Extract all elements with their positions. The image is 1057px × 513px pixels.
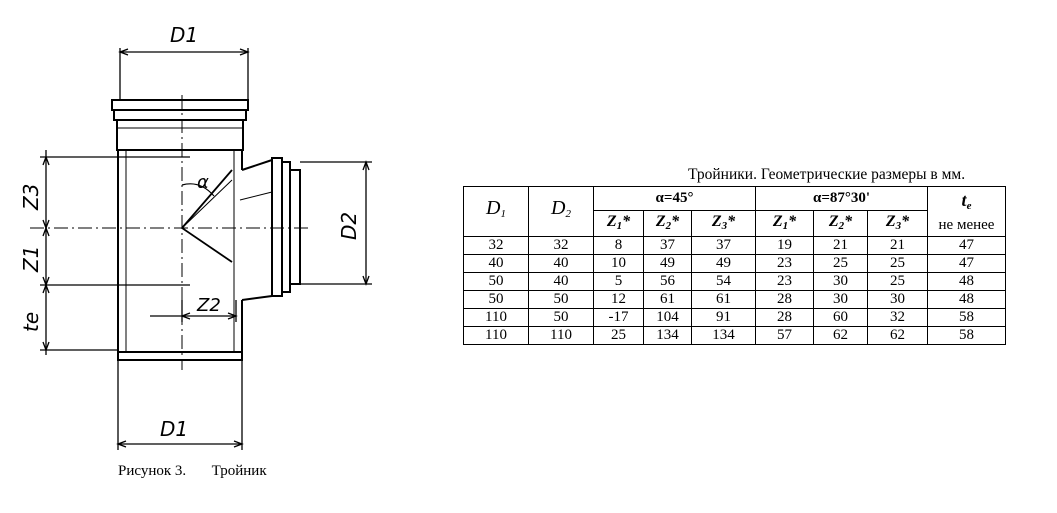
table-cell: 49 bbox=[691, 254, 756, 273]
table-cell: 25 bbox=[867, 272, 928, 291]
header-z1-87: Z1* bbox=[755, 210, 814, 237]
table-title: Тройники. Геометрические размеры в мм. bbox=[688, 166, 966, 183]
dimensions-table: D1 D2 α=45° α=87°30' te не менее Z1* Z2*… bbox=[463, 186, 1006, 345]
table-cell: 57 bbox=[755, 326, 814, 345]
table-cell: 49 bbox=[643, 254, 692, 273]
table-cell: 37 bbox=[691, 236, 756, 255]
caption-name: Тройник bbox=[211, 463, 267, 479]
table-cell: 62 bbox=[867, 326, 928, 345]
header-alpha-45: α=45° bbox=[593, 186, 756, 211]
caption-label: Рисунок 3. bbox=[118, 463, 187, 479]
table-cell: 50 bbox=[463, 290, 529, 309]
table-cell: 104 bbox=[643, 308, 692, 327]
label-alpha: α bbox=[197, 172, 209, 193]
table-cell: 47 bbox=[927, 236, 1006, 255]
header-z2-87: Z2* bbox=[813, 210, 868, 237]
table-cell: 47 bbox=[927, 254, 1006, 273]
table-cell: 32 bbox=[867, 308, 928, 327]
table-cell: 48 bbox=[927, 272, 1006, 291]
table-cell: 28 bbox=[755, 290, 814, 309]
table-cell: 50 bbox=[463, 272, 529, 291]
table-cell: 32 bbox=[528, 236, 594, 255]
table-cell: 134 bbox=[691, 326, 756, 345]
table-cell: 23 bbox=[755, 272, 814, 291]
table-cell: 54 bbox=[691, 272, 756, 291]
table-cell: 50 bbox=[528, 308, 594, 327]
table-cell: 40 bbox=[528, 272, 594, 291]
label-d1-top: D1 bbox=[170, 23, 198, 47]
table-cell: -17 bbox=[593, 308, 644, 327]
table-cell: 134 bbox=[643, 326, 692, 345]
table-cell: 30 bbox=[813, 290, 868, 309]
table-cell: 28 bbox=[755, 308, 814, 327]
header-z3-45: Z3* bbox=[691, 210, 756, 237]
table-cell: 56 bbox=[643, 272, 692, 291]
table-cell: 62 bbox=[813, 326, 868, 345]
table-cell: 19 bbox=[755, 236, 814, 255]
tee-technical-drawing: D1 D1 α Z2 Z3 Z1 te D2 bbox=[19, 23, 372, 450]
header-d2: D2 bbox=[528, 186, 594, 237]
table-cell: 37 bbox=[643, 236, 692, 255]
header-te: te не менее bbox=[927, 186, 1006, 237]
label-d2: D2 bbox=[337, 212, 361, 240]
header-z2-45: Z2* bbox=[643, 210, 692, 237]
table-cell: 110 bbox=[528, 326, 594, 345]
table-cell: 25 bbox=[813, 254, 868, 273]
table-cell: 91 bbox=[691, 308, 756, 327]
table-cell: 30 bbox=[813, 272, 868, 291]
label-z2: Z2 bbox=[196, 295, 221, 316]
header-alpha-87: α=87°30' bbox=[755, 186, 928, 211]
table-cell: 58 bbox=[927, 326, 1006, 345]
table-cell: 40 bbox=[528, 254, 594, 273]
header-z3-87: Z3* bbox=[867, 210, 928, 237]
table-cell: 60 bbox=[813, 308, 868, 327]
table-cell: 23 bbox=[755, 254, 814, 273]
label-d1-bottom: D1 bbox=[160, 417, 188, 441]
header-d1: D1 bbox=[463, 186, 529, 237]
header-z1-45: Z1* bbox=[593, 210, 644, 237]
table-cell: 25 bbox=[867, 254, 928, 273]
table-cell: 110 bbox=[463, 308, 529, 327]
label-z3: Z3 bbox=[19, 184, 43, 211]
table-cell: 32 bbox=[463, 236, 529, 255]
table-cell: 58 bbox=[927, 308, 1006, 327]
table-cell: 21 bbox=[867, 236, 928, 255]
figure-caption: Рисунок 3. Тройник bbox=[118, 463, 267, 480]
table-cell: 110 bbox=[463, 326, 529, 345]
table-cell: 5 bbox=[593, 272, 644, 291]
table-cell: 21 bbox=[813, 236, 868, 255]
table-cell: 48 bbox=[927, 290, 1006, 309]
table-cell: 12 bbox=[593, 290, 644, 309]
table-cell: 8 bbox=[593, 236, 644, 255]
table-cell: 40 bbox=[463, 254, 529, 273]
table-cell: 61 bbox=[691, 290, 756, 309]
table-cell: 50 bbox=[528, 290, 594, 309]
label-te: te bbox=[19, 312, 43, 332]
table-cell: 30 bbox=[867, 290, 928, 309]
table-cell: 10 bbox=[593, 254, 644, 273]
label-z1: Z1 bbox=[19, 246, 43, 273]
table-cell: 61 bbox=[643, 290, 692, 309]
table-cell: 25 bbox=[593, 326, 644, 345]
